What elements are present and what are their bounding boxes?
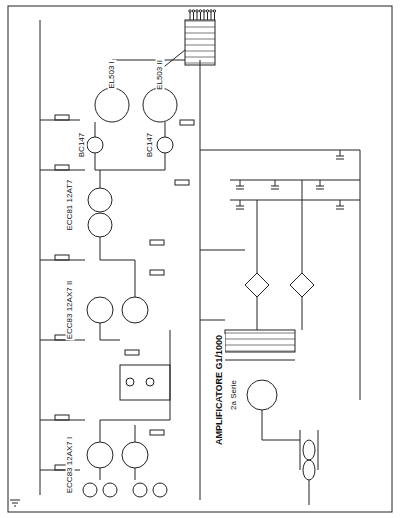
- tube-label: ECC83 12AX7 II: [66, 280, 75, 341]
- tube-label: ECC83 12AX7 I: [66, 436, 75, 494]
- transistor-label: BC147: [78, 132, 87, 158]
- transistor-label: BC147: [146, 132, 155, 158]
- tube-label: EL503 I: [108, 60, 117, 90]
- series-note: 2a Serie: [230, 379, 239, 411]
- tube-label: ECC81 12AT7: [66, 179, 75, 232]
- tube-label: EL503 II: [156, 59, 165, 91]
- title: AMPLIFICATORE G1/1000: [215, 334, 225, 446]
